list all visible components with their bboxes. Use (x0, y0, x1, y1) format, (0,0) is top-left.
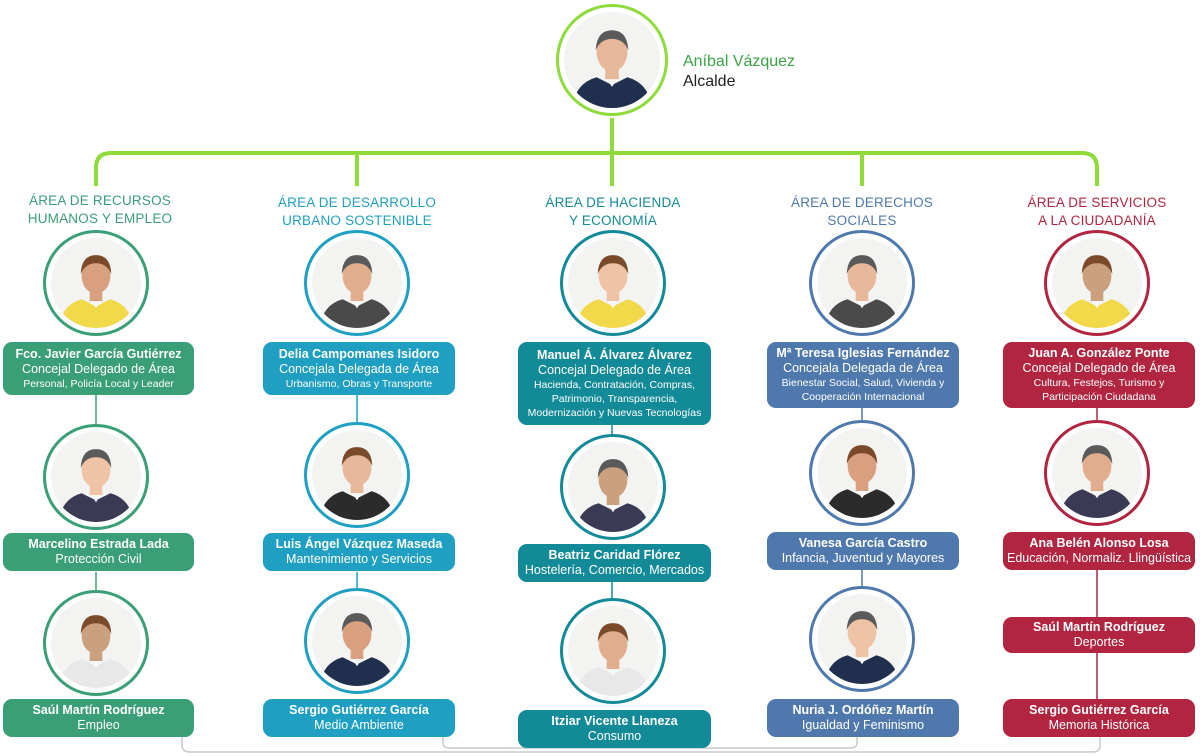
portrait-icon (817, 238, 907, 328)
area-2-member-2-card: Luis Ángel Vázquez Maseda Mantenimiento … (263, 533, 455, 571)
area-1-member-2-card: Marcelino Estrada Lada Protección Civil (3, 533, 194, 571)
area-5-member-2-photo (1044, 420, 1150, 526)
area-3-member-3-photo (560, 598, 666, 704)
portrait-icon (312, 238, 402, 328)
area-1-member-3-card: Saúl Martín Rodríguez Empleo (3, 699, 194, 737)
portrait-icon (568, 442, 658, 532)
area-4-member-3-card: Nuria J. Ordóñez Martín Igualdad y Femin… (767, 699, 959, 737)
area-1-member-1-card: Fco. Javier García Gutiérrez Concejal De… (3, 342, 194, 395)
area-3-member-2-card: Beatriz Caridad Flórez Hostelería, Comer… (518, 544, 711, 582)
area-5-member-4-card: Sergio Gutiérrez García Memoria Históric… (1003, 699, 1195, 737)
mayor-role: Alcalde (683, 73, 736, 90)
portrait-icon (51, 598, 141, 688)
portrait-icon (568, 238, 658, 328)
portrait-icon (568, 606, 658, 696)
area-1-member-2-photo (43, 424, 149, 530)
portrait-icon (51, 238, 141, 328)
area-3-member-1-photo (560, 230, 666, 336)
portrait-icon (51, 432, 141, 522)
area-2-member-2-photo (304, 422, 410, 528)
area-2-member-1-photo (304, 230, 410, 336)
portrait-icon (312, 430, 402, 520)
mayor-name: Aníbal Vázquez (683, 53, 796, 70)
area-5-member-1-card: Juan A. González Ponte Concejal Delegado… (1003, 342, 1195, 408)
area-4-member-3-photo (809, 586, 915, 692)
area-4-member-2-photo (809, 420, 915, 526)
area-1-member-1-photo (43, 230, 149, 336)
mayor-photo (556, 4, 668, 116)
area-3-member-2-photo (560, 434, 666, 540)
portrait-icon (817, 594, 907, 684)
area-4-member-2-card: Vanesa García Castro Infancia, Juventud … (767, 532, 959, 570)
area-1-member-3-photo (43, 590, 149, 696)
area-2-member-3-card: Sergio Gutiérrez García Medio Ambiente (263, 699, 455, 737)
area-5-member-2-card: Ana Belén Alonso Losa Educación, Normali… (1003, 532, 1195, 570)
portrait-icon (312, 596, 402, 686)
portrait-mayor-icon (564, 12, 660, 108)
portrait-icon (1052, 238, 1142, 328)
portrait-icon (1052, 428, 1142, 518)
area-4-member-1-card: Mª Teresa Iglesias Fernández Concejala D… (767, 342, 959, 408)
area-4-member-1-photo (809, 230, 915, 336)
area-2-member-1-card: Delia Campomanes Isidoro Concejala Deleg… (263, 342, 455, 395)
area-3-member-1-card: Manuel Á. Álvarez Álvarez Concejal Deleg… (518, 342, 711, 425)
area-5-member-1-photo (1044, 230, 1150, 336)
portrait-icon (817, 428, 907, 518)
area-5-member-3-card: Saúl Martín Rodríguez Deportes (1003, 617, 1195, 653)
area-2-member-3-photo (304, 588, 410, 694)
area-3-member-3-card: Itziar Vicente Llaneza Consumo (518, 710, 711, 748)
